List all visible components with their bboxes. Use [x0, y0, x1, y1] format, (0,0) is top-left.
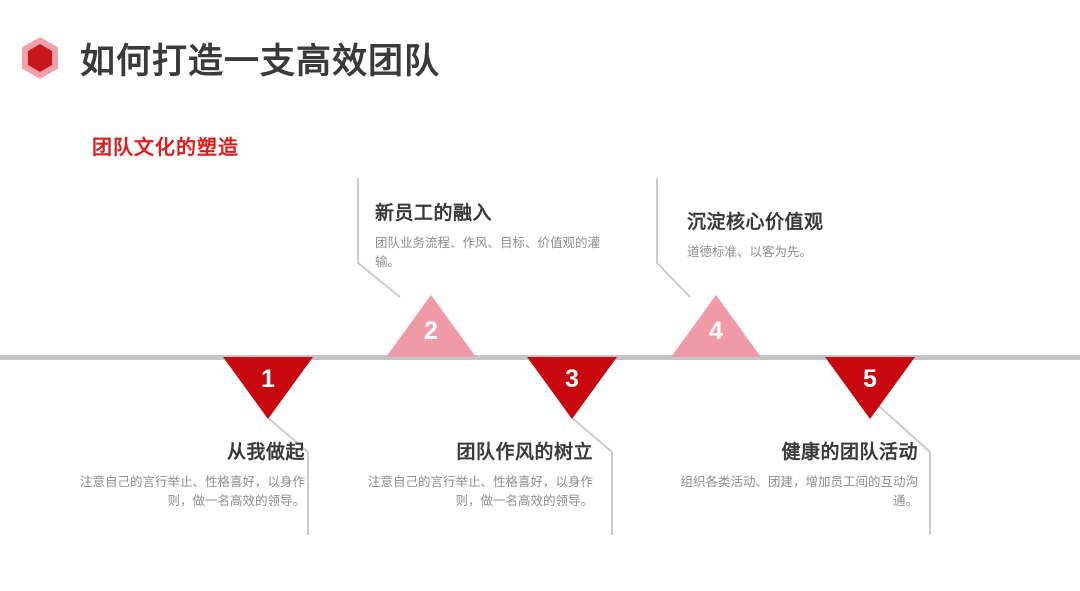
callout-title: 从我做起	[226, 442, 305, 463]
section-title: 团队文化的塑造	[92, 137, 239, 159]
timeline-callout-2: 新员工的融入 团队业务流程、作风、目标、价值观的灌输。	[375, 198, 615, 273]
triangle-down-icon	[825, 357, 915, 419]
timeline-callout-4: 沉淀核心价值观 道德标准、以客为先。	[687, 207, 927, 262]
callout-title: 健康的团队活动	[781, 442, 918, 463]
callout-body: 道德标准、以客为先。	[687, 245, 813, 259]
page-title: 如何打造一支高效团队	[80, 42, 441, 81]
marker-number: 5	[863, 365, 877, 393]
timeline-callout-3: 团队作风的树立 注意自己的言行举止、性格喜好，以身作则，做一名高效的领导。	[353, 437, 593, 512]
callout-body: 组织各类活动、团建，增加员工间的互动沟通。	[680, 475, 918, 509]
marker-number: 3	[565, 365, 579, 393]
callout-body: 注意自己的言行举止、性格喜好，以身作则，做一名高效的领导。	[79, 475, 305, 509]
timeline-callout-1: 从我做起 注意自己的言行举止、性格喜好，以身作则，做一名高效的领导。	[65, 437, 305, 512]
marker-number: 2	[424, 317, 438, 345]
marker-number: 1	[261, 365, 275, 393]
triangle-down-icon	[527, 357, 617, 419]
triangle-up-icon	[671, 295, 761, 357]
callout-body: 团队业务流程、作风、目标、价值观的灌输。	[375, 236, 601, 270]
callout-title: 团队作风的树立	[456, 442, 593, 463]
connector-line-4	[656, 178, 691, 298]
hexagon-icon	[16, 34, 64, 82]
marker-number: 4	[709, 317, 723, 345]
callout-title: 沉淀核心价值观	[687, 212, 824, 233]
callout-body: 注意自己的言行举止、性格喜好，以身作则，做一名高效的领导。	[367, 475, 593, 509]
timeline-callout-5: 健康的团队活动 组织各类活动、团建，增加员工间的互动沟通。	[663, 437, 918, 512]
callout-title: 新员工的融入	[375, 203, 493, 224]
triangle-down-icon	[223, 357, 313, 419]
triangle-up-icon	[386, 295, 476, 357]
